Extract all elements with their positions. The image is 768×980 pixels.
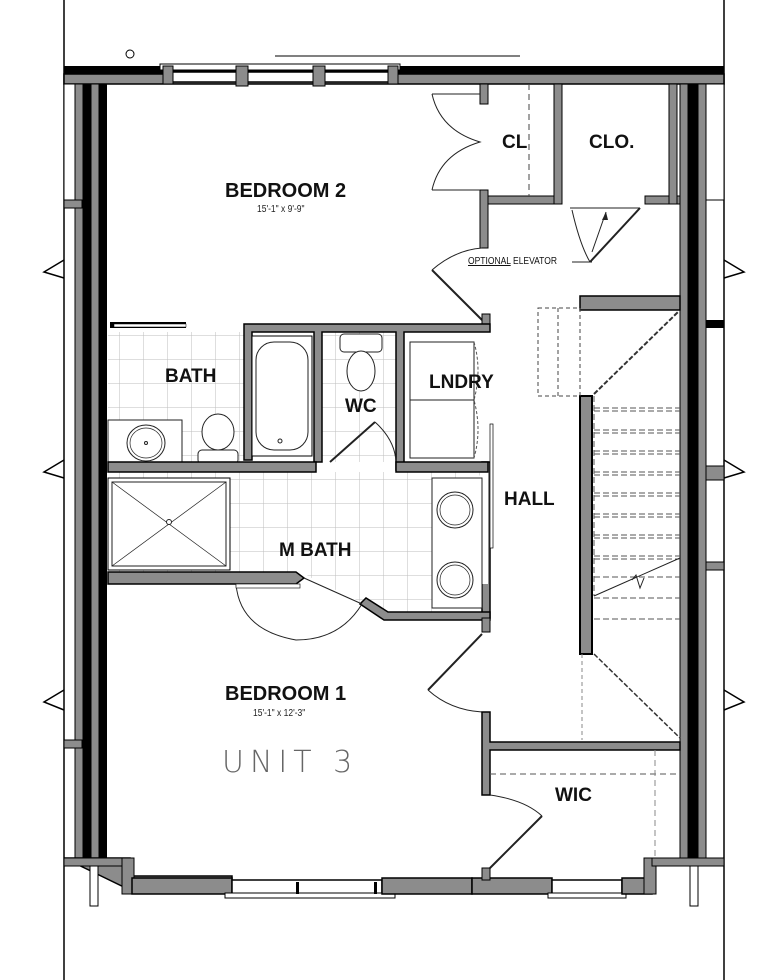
closets-top: [431, 83, 681, 263]
room-dimensions-bedroom-1: 15'-1" x 12'-3": [253, 708, 306, 719]
room-label-bedroom-2: BEDROOM 2: [225, 180, 347, 202]
elevator-annotation-text: ELEVATOR: [510, 256, 557, 267]
room-label-lndry: LNDRY: [429, 372, 494, 393]
room-label-wc: WC: [345, 396, 377, 417]
room-label-hall: HALL: [504, 489, 555, 510]
marker-circle-icon: [125, 49, 135, 59]
elevator-annotation-optional: OPTIONAL: [468, 256, 511, 267]
party-wall-left: [42, 83, 107, 865]
party-wall-right: [679, 83, 746, 865]
room-label-cl: CL: [502, 132, 528, 153]
master-bath: [107, 461, 491, 641]
unit-label: UNIT 3: [222, 745, 359, 780]
exterior-wall-top: [63, 63, 725, 87]
room-label-clo: CLO.: [589, 132, 635, 153]
bedroom1-walls: [427, 617, 681, 881]
elevator-annotation: OPTIONAL ELEVATOR: [468, 256, 557, 267]
room-label-wic: WIC: [555, 785, 592, 806]
exterior-wall-bottom: [63, 857, 725, 907]
room-dimensions-bedroom-2: 15'-1" x 9'-9": [257, 204, 305, 215]
stair: [537, 295, 681, 740]
room-label-bath: BATH: [165, 366, 217, 387]
room-label-bedroom-1: BEDROOM 1: [225, 683, 347, 705]
room-label-m-bath: M BATH: [279, 540, 352, 561]
elevator-leader-line: [572, 261, 590, 263]
